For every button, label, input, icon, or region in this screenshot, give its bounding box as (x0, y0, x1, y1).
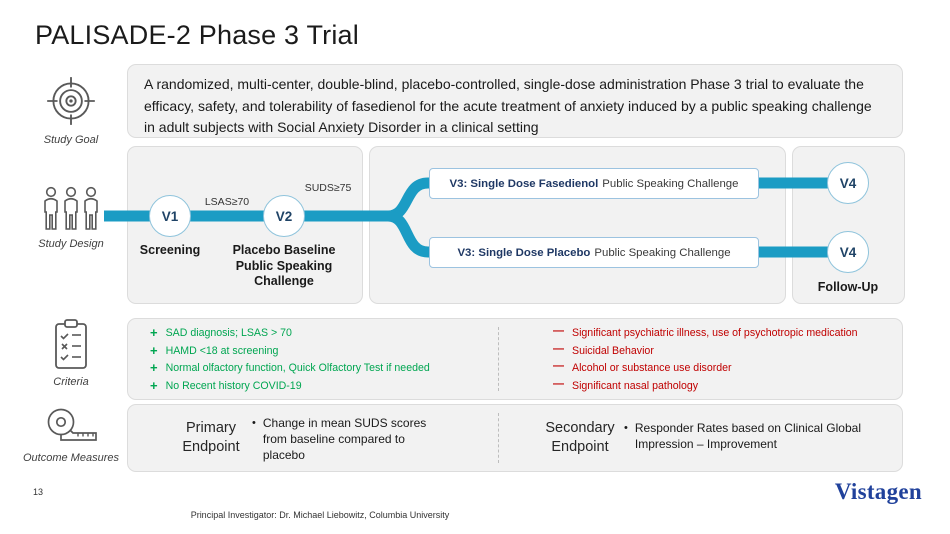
study-goal-panel: A randomized, multi-center, double-blind… (127, 64, 903, 138)
bullet-icon: • (252, 417, 256, 429)
sidebar-item-outcome-measures: Outcome Measures (16, 402, 126, 465)
primary-endpoint-label: Primary Endpoint (182, 420, 240, 455)
page-number: 13 (33, 487, 44, 497)
inclusion-item: + No Recent history COVID-19 (150, 378, 490, 394)
minus-icon: — (553, 325, 564, 337)
branch-placebo-rest: Public Speaking Challenge (594, 246, 731, 259)
exclusion-text: Significant psychiatric illness, use of … (572, 327, 858, 339)
sidebar-label-outcome-measures: Outcome Measures (23, 452, 119, 464)
inclusion-item: + SAD diagnosis; LSAS > 70 (150, 325, 490, 340)
sidebar-label-study-goal: Study Goal (43, 134, 99, 146)
secondary-endpoint-bullet: • Responder Rates based on Clinical Glob… (624, 420, 872, 452)
plus-icon: + (150, 342, 158, 358)
page-title: PALISADE-2 Phase 3 Trial (35, 20, 359, 50)
gate-label-suds: SUDS≥75 (304, 182, 352, 194)
exclusion-item: — Significant psychiatric illness, use o… (553, 325, 893, 340)
v2-label: V2 (275, 208, 293, 224)
branch-box-placebo: V3: Single Dose Placebo Public Speaking … (429, 237, 759, 268)
exclusion-text: Alcohol or substance use disorder (572, 362, 732, 375)
vistagen-logo: Vistagen (834, 479, 922, 504)
inclusion-item: + HAMD <18 at screening (150, 342, 490, 358)
secondary-endpoint-text: Responder Rates based on Clinical Global… (634, 421, 861, 452)
exclusion-criteria-list: — Significant psychiatric illness, use o… (553, 325, 893, 393)
plus-icon: + (150, 360, 158, 376)
criteria-divider (498, 327, 499, 391)
exclusion-text: Significant nasal pathology (572, 380, 699, 393)
inclusion-criteria-list: + SAD diagnosis; LSAS > 70 + HAMD <18 at… (150, 325, 490, 394)
branch-fasedienol-rest: Public Speaking Challenge (602, 177, 739, 190)
checklist-icon (48, 318, 94, 372)
plus-icon: + (150, 325, 158, 340)
sidebar-label-study-design: Study Design (38, 238, 104, 250)
secondary-endpoint-label: Secondary Endpoint (545, 420, 615, 455)
v4-top-label: V4 (839, 175, 857, 191)
exclusion-item: — Significant nasal pathology (553, 378, 893, 393)
v4-bottom-label: V4 (839, 244, 857, 260)
caption-screening: Screening (139, 243, 201, 257)
inclusion-text: Normal olfactory function, Quick Olfacto… (165, 362, 430, 375)
exclusion-item: — Suicidal Behavior (553, 342, 893, 358)
primary-endpoint-bullet: • Change in mean SUDS scores from baseli… (252, 415, 434, 464)
people-icon (40, 184, 102, 234)
caption-placebo-baseline: Placebo Baseline Public Speaking Challen… (232, 243, 336, 289)
visit-node-v4-top: V4 (827, 162, 869, 204)
inclusion-text: No Recent history COVID-19 (165, 380, 302, 393)
visit-node-v4-bottom: V4 (827, 231, 869, 273)
visit-node-v1: V1 (149, 195, 191, 237)
branch-fasedienol-bold: V3: Single Dose Fasedienol (449, 177, 599, 190)
plus-icon: + (150, 378, 158, 394)
v1-label: V1 (161, 208, 179, 224)
outcome-divider (498, 413, 499, 463)
inclusion-text: HAMD <18 at screening (165, 344, 279, 357)
sidebar-label-criteria: Criteria (53, 376, 89, 388)
caption-follow-up: Follow-Up (817, 280, 879, 294)
target-icon (42, 72, 100, 130)
primary-endpoint-text: Change in mean SUDS scores from baseline… (262, 416, 427, 463)
exclusion-text: Suicidal Behavior (572, 344, 654, 357)
gate-label-lsas: LSAS≥70 (204, 196, 250, 208)
criteria-panel: + SAD diagnosis; LSAS > 70 + HAMD <18 at… (127, 318, 903, 400)
tape-measure-icon (42, 402, 100, 448)
inclusion-item: + Normal olfactory function, Quick Olfac… (150, 360, 490, 376)
visit-node-v2: V2 (263, 195, 305, 237)
minus-icon: — (553, 360, 564, 373)
exclusion-item: — Alcohol or substance use disorder (553, 360, 893, 375)
branch-box-fasedienol: V3: Single Dose Fasedienol Public Speaki… (429, 168, 759, 199)
sidebar-item-criteria: Criteria (16, 318, 126, 389)
branch-placebo-bold: V3: Single Dose Placebo (457, 246, 591, 259)
sidebar-item-study-design: Study Design (16, 184, 126, 251)
study-goal-text: A randomized, multi-center, double-blind… (144, 76, 872, 136)
bullet-icon: • (624, 422, 628, 434)
minus-icon: — (553, 342, 564, 355)
footer-note: Principal Investigator: Dr. Michael Lieb… (190, 510, 450, 520)
outcome-measures-panel: Primary Endpoint • Change in mean SUDS s… (127, 404, 903, 472)
minus-icon: — (553, 378, 564, 391)
sidebar-item-study-goal: Study Goal (16, 72, 126, 147)
inclusion-text: SAD diagnosis; LSAS > 70 (165, 327, 292, 339)
